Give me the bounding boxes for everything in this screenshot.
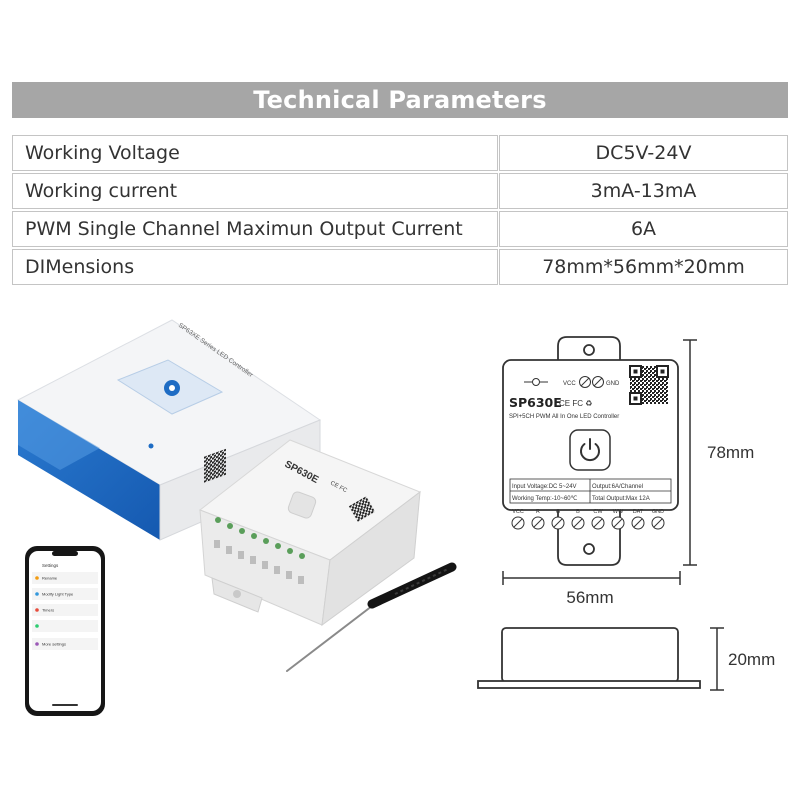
light-type-icon [35,592,39,596]
spec-value: 6A [499,211,788,247]
mode-icon [35,624,39,628]
terminal-label: B [576,509,580,515]
table-row: PWM Single Channel Maximun Output Curren… [12,211,788,247]
cert-marks: CE FC ♻ [559,399,592,408]
table-row: DIMensions 78mm*56mm*20mm [12,249,788,285]
height-dimension [710,627,724,691]
power-icon [580,438,600,462]
spec-value: 78mm*56mm*20mm [499,249,788,285]
terminal-holes [214,540,304,584]
device-side-face [321,490,421,627]
top-view-details: VCC GND SP630E CE FC ♻ SPI+5CH PWM All I… [509,365,672,530]
spec-table: Working Voltage DC5V-24V Working current… [12,135,788,287]
length-label: 78mm [707,443,754,462]
top-mount-tab [557,336,621,362]
spec-total-output: Total Output:Max 12A [592,496,650,502]
screw-terminal-icon [579,376,604,388]
dc-jack-icon [524,378,548,386]
box-front-stripe [18,400,100,470]
model-name: SP630E [509,395,562,410]
power-button [287,491,317,519]
smartphone: Settings Rename Modify Light Type Timers… [25,546,105,716]
gnd-label: GND [606,381,620,387]
side-flange [477,680,701,689]
phone-menu-item: Timers [42,608,54,613]
side-body [501,627,679,683]
more-settings-icon [35,642,39,646]
height-label: 20mm [728,650,775,669]
terminal-label: GND [652,509,664,515]
phone-screen-title: Settings [42,563,59,568]
terminal-label: G [556,509,560,515]
qr-code-icon [629,365,669,405]
vcc-label: VCC [563,381,576,387]
terminal-row [215,517,305,559]
rename-icon [35,576,39,580]
spec-output-current: Output:6A/Channel [592,484,643,490]
section-title: Technical Parameters [12,82,788,118]
bottom-mount-tab [557,508,621,566]
terminal-label: VCC [512,509,524,515]
terminal-label: DAT [633,509,644,515]
spec-label-box [509,478,672,504]
terminal-label: WW [613,509,624,515]
side-view-drawing [477,627,701,689]
spec-label: Working Voltage [12,135,498,171]
table-row: Working Voltage DC5V-24V [12,135,788,171]
controller-device: SP630E CE FC [198,439,422,627]
spec-label: PWM Single Channel Maximun Output Curren… [12,211,498,247]
spec-label: DIMensions [12,249,498,285]
spec-value: 3mA-13mA [499,173,788,209]
screwdriver [286,562,457,672]
spec-working-temp: Working Temp:-10~60℃ [512,496,578,502]
spec-input-voltage: Input Voltage:DC 5~24V [512,484,577,490]
screw-terminal-icon [511,516,665,530]
terminal-labels: VCC R G B CW WW DAT GND [512,509,664,515]
length-dimension [683,339,697,566]
timer-icon [35,608,39,612]
screwdriver-shaft [286,605,373,672]
width-dimension [502,571,681,585]
spec-value: DC5V-24V [499,135,788,171]
terminal-label: R [536,509,540,515]
phone-menu-item: Rename [42,576,58,581]
phone-menu-item: Modify Light Type [42,592,74,597]
spec-label: Working current [12,173,498,209]
terminal-label: CW [593,509,603,515]
phone-menu-item: More settings [42,642,66,647]
model-subtitle: SPI+5CH PWM All In One LED Controller [509,414,619,420]
qr-code-icon [204,448,226,483]
qr-code-icon [348,496,376,522]
table-row: Working current 3mA-13mA [12,173,788,209]
box-indicator-dot [148,443,154,449]
width-label: 56mm [566,588,613,607]
